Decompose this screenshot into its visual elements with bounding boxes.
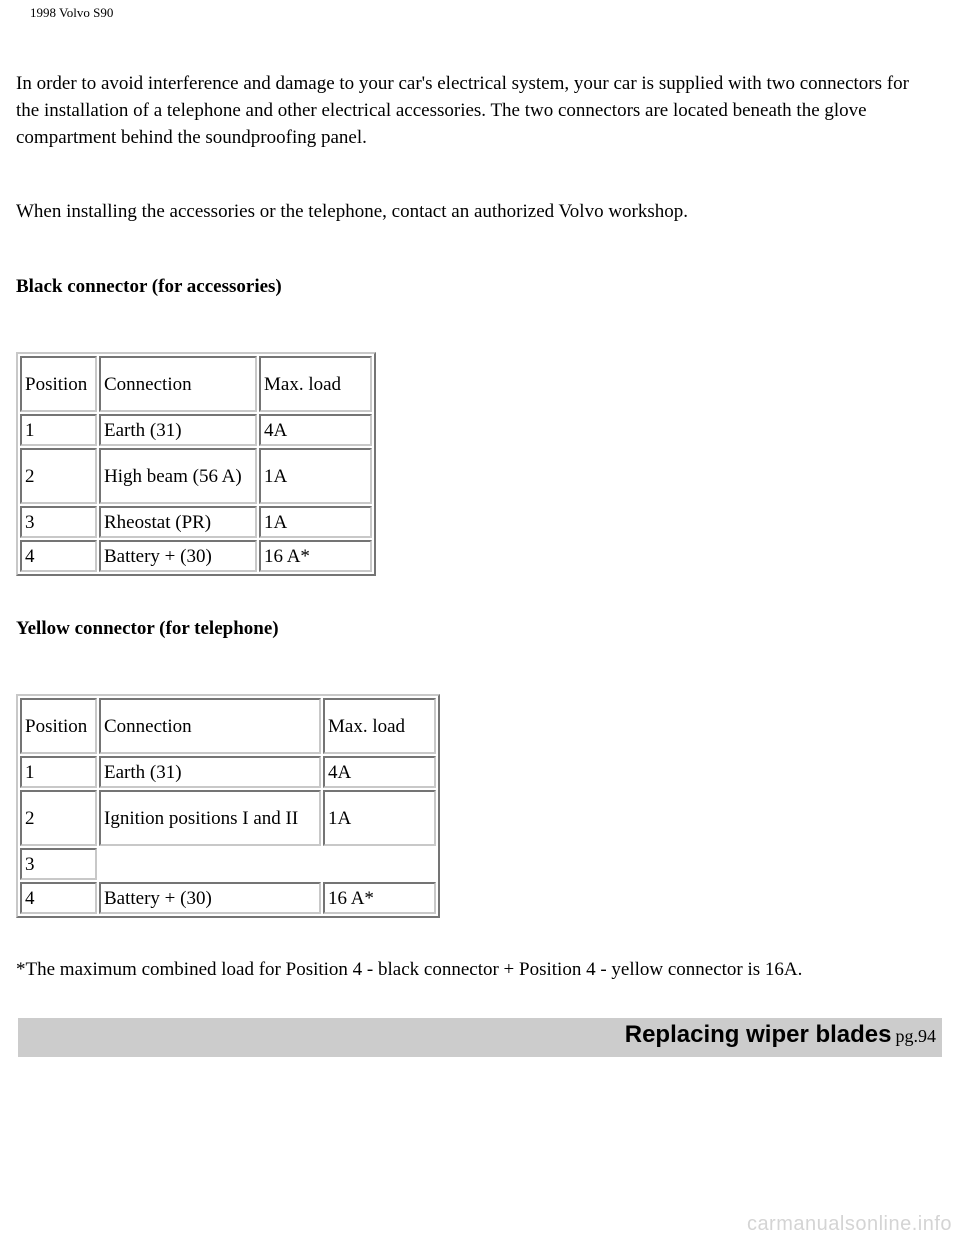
max-load-cell: 16 A*	[259, 540, 372, 572]
running-header: 1998 Volvo S90	[30, 5, 114, 20]
empty-cell	[99, 848, 436, 880]
table-header-row: Position Connection Max. load	[20, 356, 372, 412]
column-header-max-load: Max. load	[259, 356, 372, 412]
table-row: 4 Battery + (30) 16 A*	[20, 882, 436, 914]
footnote: *The maximum combined load for Position …	[16, 959, 803, 980]
black-connector-heading: Black connector (for accessories)	[16, 276, 282, 297]
table-row: 1 Earth (31) 4A	[20, 756, 436, 788]
connection-cell: High beam (56 A)	[99, 448, 257, 504]
position-cell: 1	[20, 414, 97, 446]
yellow-connector-heading: Yellow connector (for telephone)	[16, 618, 279, 639]
connection-cell: Battery + (30)	[99, 540, 257, 572]
position-cell: 4	[20, 882, 97, 914]
position-cell: 2	[20, 448, 97, 504]
yellow-connector-table: Position Connection Max. load 1 Earth (3…	[16, 694, 440, 918]
connection-cell: Battery + (30)	[99, 882, 321, 914]
position-cell: 4	[20, 540, 97, 572]
position-cell: 2	[20, 790, 97, 846]
table-row: 4 Battery + (30) 16 A*	[20, 540, 372, 572]
max-load-cell: 1A	[259, 506, 372, 538]
connection-cell: Rheostat (PR)	[99, 506, 257, 538]
footer-nav-bar: Replacing wiper blades pg.94	[18, 1018, 942, 1057]
column-header-connection: Connection	[99, 356, 257, 412]
table-row: 2 High beam (56 A) 1A	[20, 448, 372, 504]
next-page-link[interactable]: Replacing wiper blades pg.94	[625, 1021, 936, 1049]
max-load-cell: 4A	[259, 414, 372, 446]
position-cell: 3	[20, 848, 97, 880]
max-load-cell: 1A	[259, 448, 372, 504]
column-header-connection: Connection	[99, 698, 321, 754]
position-cell: 3	[20, 506, 97, 538]
column-header-position: Position	[20, 356, 97, 412]
black-connector-table: Position Connection Max. load 1 Earth (3…	[16, 352, 376, 576]
watermark: carmanualsonline.info	[746, 1213, 952, 1235]
table-row: 3 Rheostat (PR) 1A	[20, 506, 372, 538]
table-row: 3	[20, 848, 436, 880]
column-header-max-load: Max. load	[323, 698, 436, 754]
connection-cell: Ignition positions I and II	[99, 790, 321, 846]
table-header-row: Position Connection Max. load	[20, 698, 436, 754]
next-page-title[interactable]: Replacing wiper blades	[624, 1021, 892, 1048]
column-header-position: Position	[20, 698, 97, 754]
table-row: 1 Earth (31) 4A	[20, 414, 372, 446]
max-load-cell: 1A	[323, 790, 436, 846]
connection-cell: Earth (31)	[99, 414, 257, 446]
max-load-cell: 4A	[323, 756, 436, 788]
position-cell: 1	[20, 756, 97, 788]
connection-cell: Earth (31)	[99, 756, 321, 788]
intro-paragraph: In order to avoid interference and damag…	[16, 73, 909, 148]
next-page-number[interactable]: pg.94	[895, 1026, 937, 1046]
table-row: 2 Ignition positions I and II 1A	[20, 790, 436, 846]
max-load-cell: 16 A*	[323, 882, 436, 914]
install-note: When installing the accessories or the t…	[16, 201, 689, 222]
